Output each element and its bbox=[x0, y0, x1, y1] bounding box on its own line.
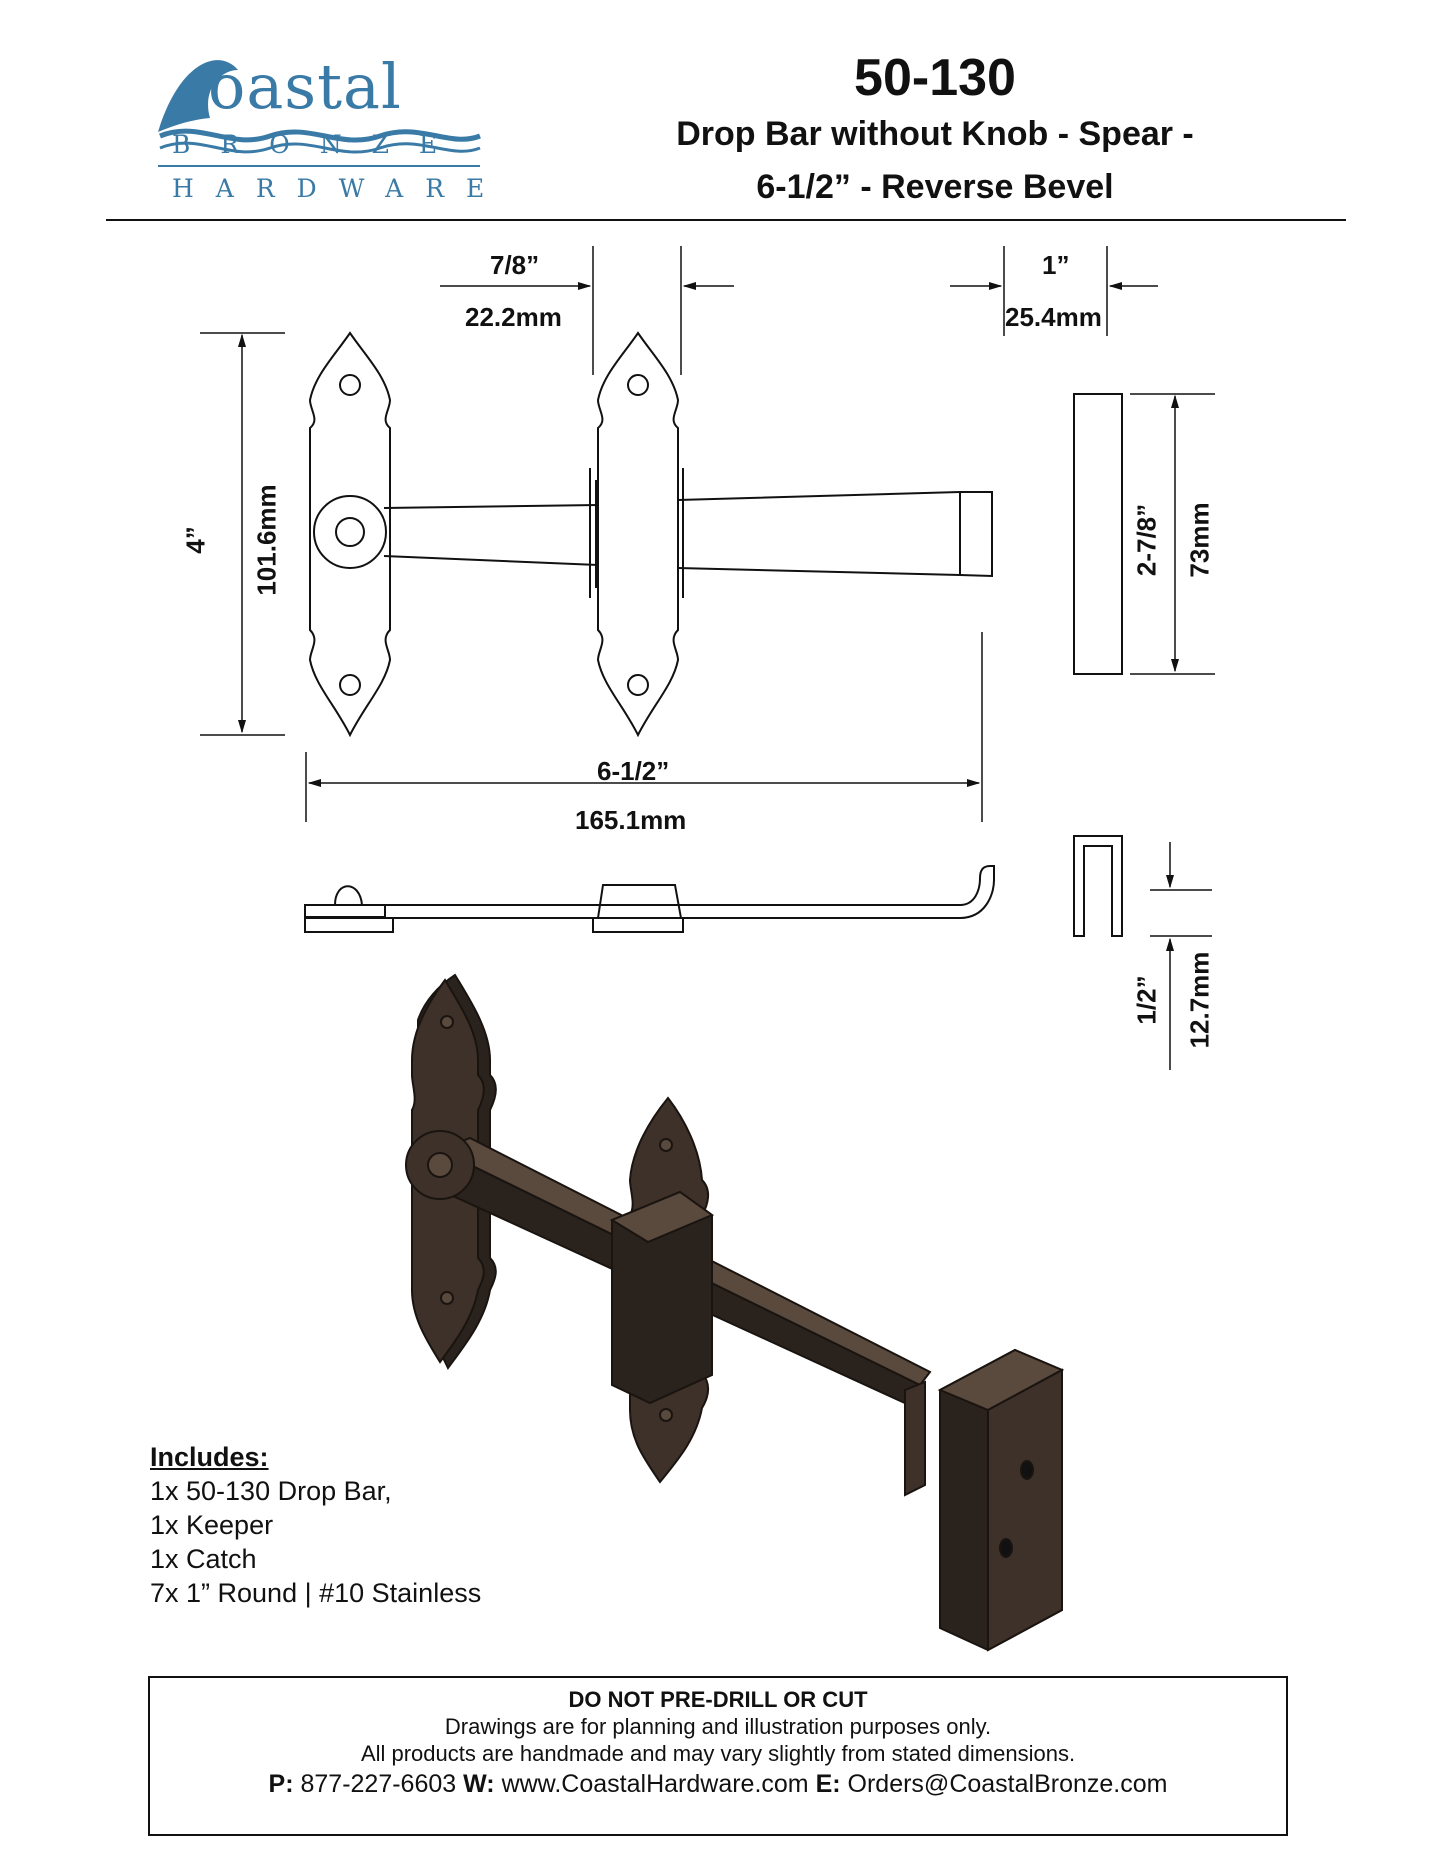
logo-hardware: HARDWARE bbox=[172, 174, 507, 203]
dim-length-in: 6-1/2” bbox=[597, 756, 670, 786]
list-item: 1x 50-130 Drop Bar, bbox=[150, 1476, 392, 1506]
logo-rule bbox=[158, 165, 480, 167]
note-planning: Drawings are for planning and illustrati… bbox=[444, 1714, 992, 1739]
phone-number[interactable]: 877-227-6603 bbox=[300, 1770, 457, 1798]
list-item: 7x 1” Round | #10 Stainless bbox=[150, 1578, 482, 1608]
keeper-front bbox=[1073, 393, 1123, 675]
header-rule bbox=[106, 219, 1346, 221]
pivot-eye bbox=[313, 495, 387, 569]
side-view-bar bbox=[310, 865, 995, 919]
includes-heading: Includes: bbox=[150, 1442, 269, 1472]
contact-line: P: 877-227-6603 W: www.CoastalHardware.c… bbox=[150, 1771, 1286, 1798]
wave-logo-icon bbox=[158, 60, 481, 154]
list-item: 1x Catch bbox=[150, 1544, 257, 1574]
logo-bronze: BRONZE bbox=[172, 130, 468, 159]
keeper-side bbox=[1073, 835, 1123, 937]
email-label: E: bbox=[815, 1770, 841, 1798]
right-spear-plate bbox=[596, 331, 680, 738]
website-link[interactable]: www.CoastalHardware.com bbox=[501, 1770, 809, 1798]
footer-box: DO NOT PRE-DRILL OR CUT Drawings are for… bbox=[148, 1676, 1288, 1836]
brand-logo: oastal BRONZE HARDWARE bbox=[150, 40, 490, 210]
dim-keeper-width-in: 1” bbox=[1042, 250, 1070, 280]
includes-list: Includes: 1x 50-130 Drop Bar, 1x Keeper … bbox=[150, 1440, 481, 1610]
title-line-1: Drop Bar without Knob - Spear - bbox=[676, 115, 1194, 153]
dim-height-mm: 101.6mm bbox=[251, 484, 282, 596]
dim-height-in: 4” bbox=[180, 526, 211, 554]
title-line-2: 6-1/2” - Reverse Bevel bbox=[756, 168, 1114, 206]
drop-bar bbox=[383, 491, 993, 578]
dim-depth-mm: 12.7mm bbox=[1184, 951, 1215, 1049]
dim-keeper-height-in: 2-7/8” bbox=[1131, 503, 1162, 577]
email-link[interactable]: Orders@CoastalBronze.com bbox=[847, 1770, 1168, 1798]
note-handmade: All products are handmade and may vary s… bbox=[360, 1741, 1076, 1766]
dim-length-mm: 165.1mm bbox=[575, 805, 687, 835]
part-number: 50-130 bbox=[854, 49, 1016, 107]
dim-plate-gap-mm: 22.2mm bbox=[465, 302, 562, 332]
logo-wordmark: oastal bbox=[208, 50, 402, 123]
dim-depth-in: 1/2” bbox=[1131, 975, 1162, 1025]
phone-label: P: bbox=[268, 1770, 294, 1798]
left-spear-plate bbox=[308, 331, 392, 738]
product-render bbox=[405, 973, 1065, 1652]
list-item: 1x Keeper bbox=[150, 1510, 274, 1540]
dim-keeper-width-mm: 25.4mm bbox=[1005, 302, 1102, 332]
web-label: W: bbox=[463, 1770, 495, 1798]
warning-text: DO NOT PRE-DRILL OR CUT bbox=[568, 1687, 868, 1712]
dim-plate-gap-in: 7/8” bbox=[490, 250, 540, 280]
dim-keeper-height-mm: 73mm bbox=[1184, 502, 1215, 578]
